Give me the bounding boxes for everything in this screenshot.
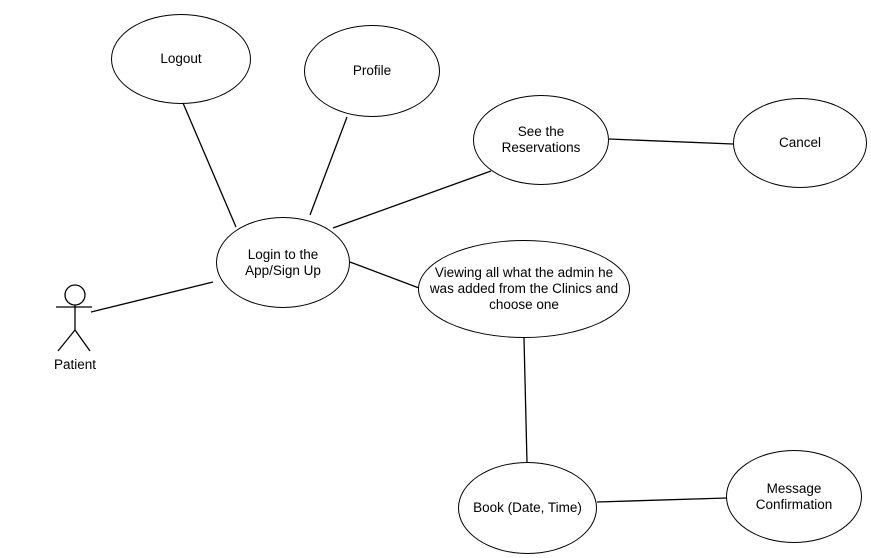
usecase-viewing-clinics-node[interactable]: Viewing all what the admin he was added … (418, 240, 630, 338)
usecase-see-reservations-label-line1: See the (517, 124, 565, 139)
edge-patient-login (90, 281, 214, 313)
usecase-book-label: Book (Date, Time) (473, 500, 582, 515)
edge-viewing-book (523, 337, 528, 464)
usecase-message-confirmation-node[interactable]: Message Confirmation (726, 450, 862, 543)
edge-book-message-confirmation (596, 497, 728, 503)
usecase-viewing-clinics-label-line3: choose one (489, 297, 559, 312)
patient-actor-figure[interactable] (56, 284, 92, 352)
edge-login-see-reservations (332, 170, 492, 229)
usecase-viewing-clinics-label-line1: Viewing all what the admin he (434, 265, 614, 280)
edge-login-viewing (349, 261, 420, 289)
usecase-login-label-line1: Login to the (247, 246, 319, 262)
usecase-cancel-label: Cancel (778, 135, 822, 150)
edge-logout-login (182, 102, 237, 228)
actor-right-leg (74, 329, 91, 352)
usecase-viewing-clinics-label-line2: was added from the Clinics and (429, 281, 619, 296)
usecase-logout-label: Logout (160, 51, 202, 66)
edge-see-reservations-cancel (608, 138, 734, 145)
usecase-login-node[interactable]: Login to the App/Sign Up (216, 217, 350, 308)
patient-actor-label: Patient (53, 357, 97, 372)
usecase-see-reservations-label-line2: Reservations (501, 140, 581, 155)
usecase-profile-label: Profile (352, 63, 392, 78)
usecase-login-label-line2: App/Sign Up (245, 262, 321, 278)
usecase-message-confirmation-label-line1: Message (766, 480, 822, 496)
edge-profile-login (309, 116, 348, 216)
actor-head (64, 284, 86, 306)
usecase-cancel-node[interactable]: Cancel (733, 98, 867, 188)
usecase-book-node[interactable]: Book (Date, Time) (458, 462, 597, 554)
usecase-message-confirmation-label-line2: Confirmation (755, 496, 833, 512)
usecase-logout-node[interactable]: Logout (111, 14, 251, 104)
usecase-profile-node[interactable]: Profile (304, 25, 440, 117)
actor-left-leg (57, 329, 76, 352)
usecase-see-reservations-node[interactable]: See the Reservations (473, 95, 609, 185)
